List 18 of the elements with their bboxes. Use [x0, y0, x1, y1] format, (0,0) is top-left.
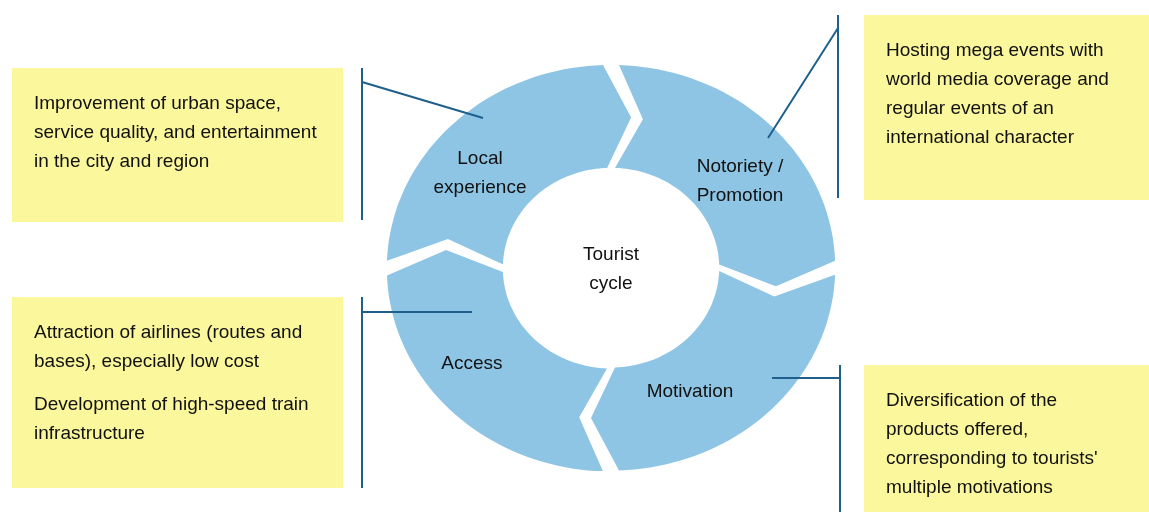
segment-label: Access: [440, 350, 504, 375]
segment-label: Notoriety / Promotion: [695, 154, 785, 207]
segment-label: Local experience: [432, 146, 528, 199]
callout-text: Attraction of airlines (routes and bases), especially low cost: [34, 320, 304, 373]
callout-box: [864, 365, 1149, 512]
callout-box: [12, 68, 343, 222]
segment-label: Motivation: [645, 378, 735, 403]
leader-line: [771, 364, 841, 512]
callout-box: [12, 297, 343, 488]
callout-text: Development of high-speed train infrastructure: [34, 392, 310, 445]
leader-line: [361, 67, 484, 221]
leader-line: [361, 296, 473, 489]
callout-box: [864, 15, 1149, 200]
callout-text: Hosting mega events with world media coverage and regular events of an international character: [886, 38, 1110, 149]
callout-text: Diversification of the products offered, corresponding to tourists' multiple motivations: [886, 388, 1099, 499]
callout-text: Improvement of urban space, service quality, and entertainment in the city and region: [34, 91, 318, 173]
center-label: Tourist cycle: [582, 242, 640, 295]
leader-line: [767, 14, 839, 199]
